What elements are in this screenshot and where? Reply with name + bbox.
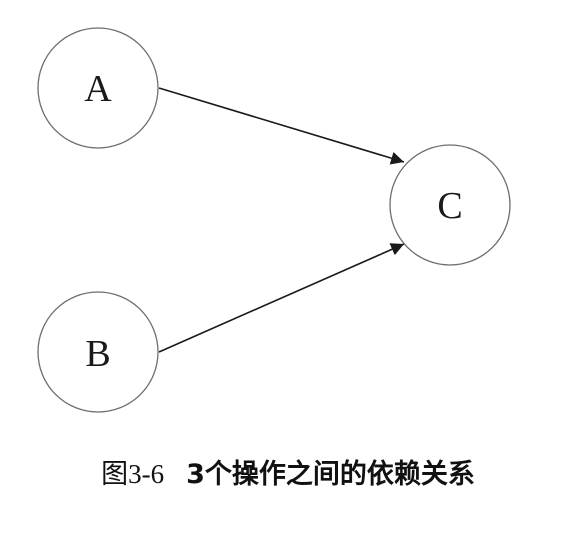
- node-b-circle: [37, 291, 159, 413]
- node-c: C: [389, 144, 511, 266]
- edge-b-to-c: [158, 243, 405, 353]
- node-b: B: [37, 291, 159, 413]
- figure-caption: 图3-6 3个操作之间的依赖关系: [0, 452, 576, 491]
- node-a: A: [37, 27, 159, 149]
- node-c-label: C: [437, 185, 462, 227]
- node-a-circle: [37, 27, 159, 149]
- figure-number: 图3-6: [101, 459, 165, 489]
- node-a-label: A: [84, 68, 112, 110]
- edge-a-to-c: [158, 87, 405, 165]
- node-c-circle: [389, 144, 511, 266]
- figure-title: 3个操作之间的依赖关系: [186, 459, 475, 490]
- node-b-label: B: [85, 333, 110, 375]
